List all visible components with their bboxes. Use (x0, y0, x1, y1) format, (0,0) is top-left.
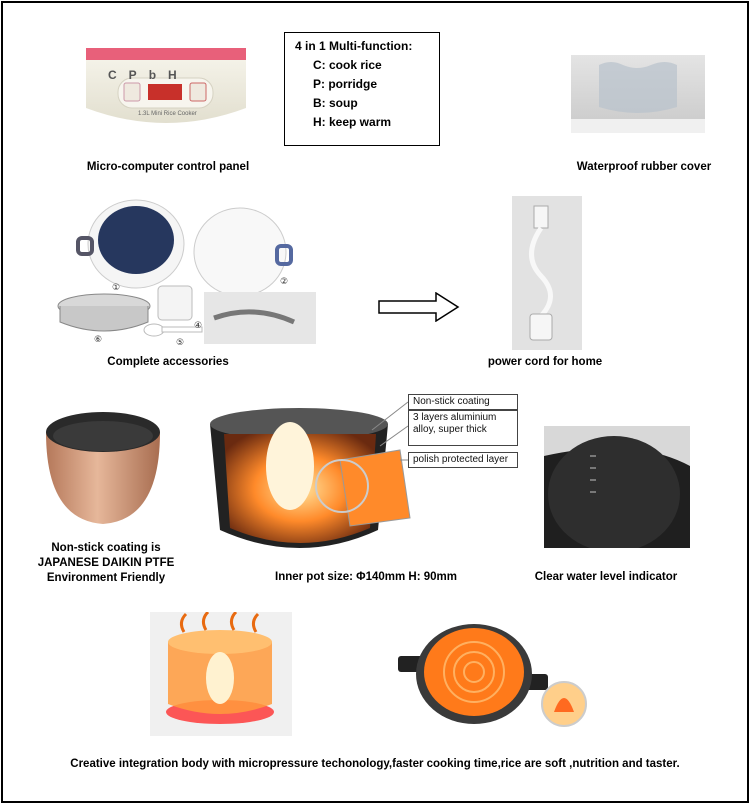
footer-caption: Creative integration body with micropres… (70, 758, 680, 770)
inner-pot-diagram: Non-stick coating 3 layers aluminium all… (200, 390, 520, 558)
water-level-image (544, 426, 690, 548)
power-cord-caption: power cord for home (487, 356, 603, 368)
nonstick-pot-image (36, 400, 170, 532)
water-level-caption: Clear water level indicator (534, 571, 678, 583)
mode-label-c: C (108, 68, 129, 82)
mode-porridge: P: porridge (313, 77, 378, 91)
multifunction-box: 4 in 1 Multi-function: C: cook rice P: p… (284, 32, 440, 146)
mode-label-p: P (128, 68, 149, 82)
accessory-num-5: ⑤ (176, 338, 184, 348)
rubber-cover-image (571, 55, 705, 133)
control-panel-caption: Micro-computer control panel (86, 161, 250, 173)
accessory-num-6: ⑥ (94, 335, 102, 345)
nonstick-caption-line2: JAPANESE DAIKIN PTFE (37, 557, 175, 569)
mode-soup: B: soup (313, 96, 358, 110)
nonstick-caption: Non-stick coating is JAPANESE DAIKIN PTF… (16, 541, 196, 586)
nonstick-caption-line1: Non-stick coating is (51, 542, 161, 554)
multifunction-title: 4 in 1 Multi-function: (295, 39, 413, 53)
mode-keep-warm: H: keep warm (313, 115, 392, 129)
label-polish-layer: polish protected layer (408, 452, 518, 468)
accessories-caption: Complete accessories (107, 356, 229, 368)
label-aluminium-layers: 3 layers aluminium alloy, super thick (408, 410, 518, 446)
right-arrow-icon (378, 292, 460, 322)
rubber-cover-caption: Waterproof rubber cover (576, 161, 712, 173)
inner-pot-caption: Inner pot size: Φ140mm H: 90mm (275, 571, 457, 583)
heating-pot-image (150, 612, 292, 736)
power-cord-image (512, 196, 582, 350)
mode-cook-rice: C: cook rice (313, 58, 382, 72)
accessories-image: ① ② ④ ⑤ ⑥ (54, 194, 320, 348)
accessory-num-4: ④ (194, 321, 202, 331)
mode-label-b: b (148, 68, 169, 82)
mode-label-h: H (168, 68, 189, 82)
control-panel-image: CPbH 1.3L Mini Rice Cooker (86, 48, 246, 134)
label-nonstick-coating: Non-stick coating (408, 394, 518, 410)
accessory-num-2: ② (280, 277, 288, 287)
nonstick-caption-line3: Environment Friendly (46, 572, 166, 584)
heating-plate-image (398, 622, 588, 730)
accessory-num-1: ① (112, 283, 120, 293)
panel-model-text: 1.3L Mini Rice Cooker (138, 111, 197, 117)
